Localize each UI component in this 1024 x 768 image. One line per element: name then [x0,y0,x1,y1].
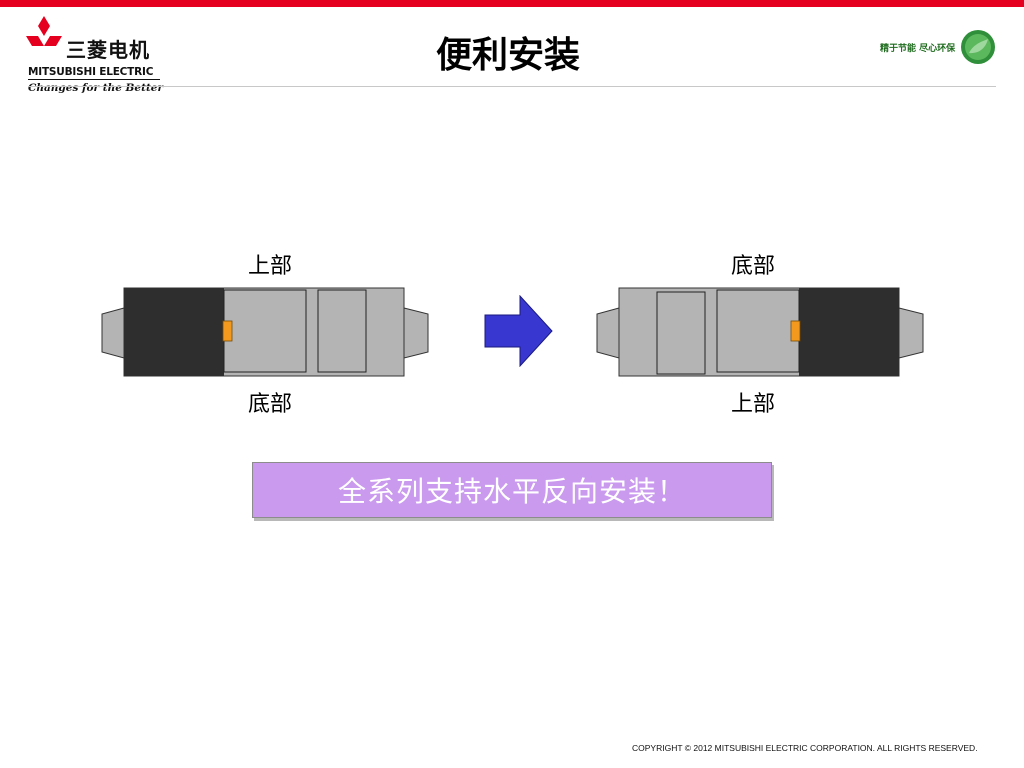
three-diamonds-icon [26,16,62,46]
brand-tagline: Changes for the Better [28,82,164,94]
right-bottom-label: 上部 [730,392,775,417]
brand-chinese-name: 三菱电机 [66,38,150,62]
mitsubishi-logo: 三菱电机 MITSUBISHI ELECTRIC Changes for the… [26,16,166,94]
unit-diagram-normal [101,287,429,377]
indicator-light [222,320,233,342]
left-bottom-label: 底部 [247,392,292,417]
eco-changes-badge-icon [961,30,995,64]
right-top-label: 底部 [730,254,775,279]
eco-slogan: 精于节能 尽心环保 [880,44,956,54]
right-arrow-icon [484,295,553,367]
indicator-light [790,320,801,342]
page-title: 便利安装 [435,35,580,76]
feature-banner: 全系列支持水平反向安装！ [252,462,772,518]
header-divider [28,86,996,87]
unit-diagram-reversed [596,287,924,377]
left-top-label: 上部 [247,254,292,279]
brand-english-name: MITSUBISHI ELECTRIC [28,66,154,78]
top-accent-bar [0,0,1024,7]
copyright-notice: COPYRIGHT © 2012 MITSUBISHI ELECTRIC COR… [632,743,978,753]
logo-divider [28,79,160,80]
